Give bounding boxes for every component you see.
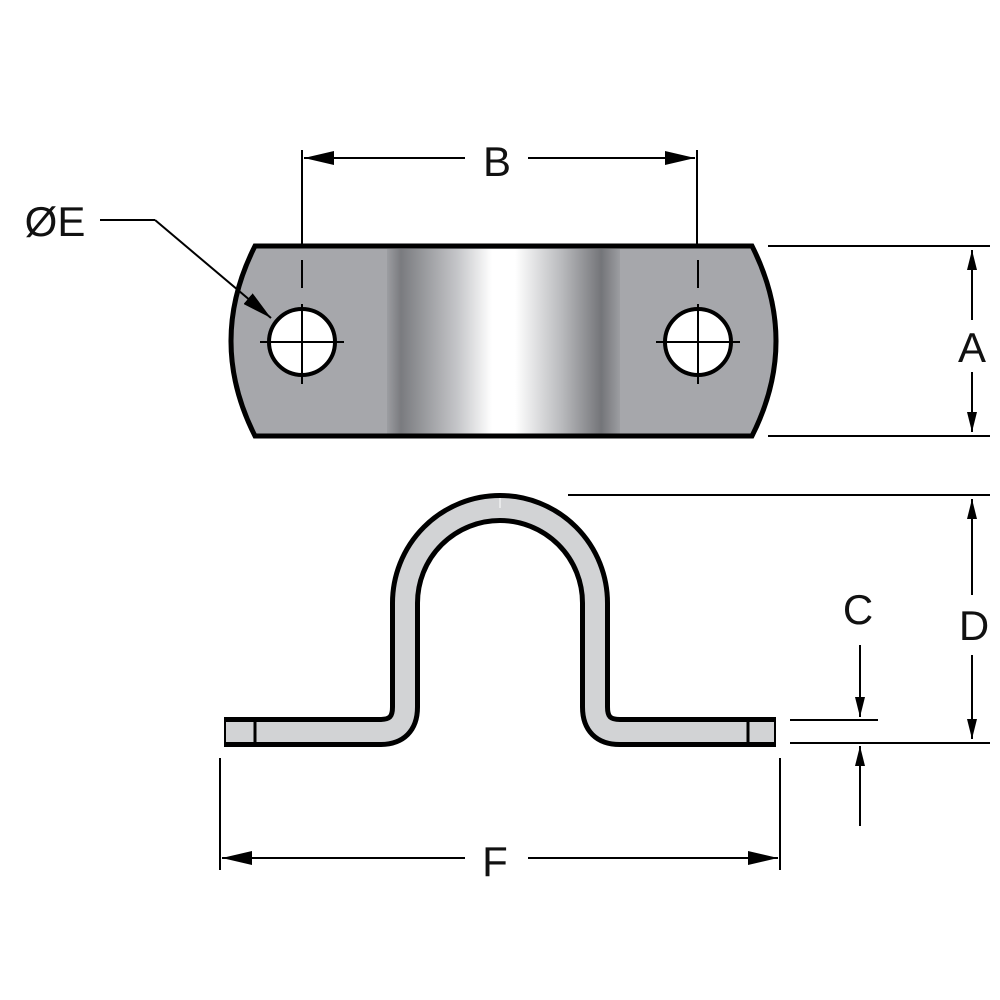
label-b: B — [483, 138, 511, 185]
label-e: ØE — [25, 198, 86, 245]
dimension-b — [301, 150, 698, 245]
profile-outline — [224, 493, 776, 747]
label-f: F — [482, 838, 508, 885]
side-view — [224, 493, 776, 747]
hole-left — [260, 260, 344, 384]
dimension-e-leader — [100, 219, 272, 319]
plate-outline — [228, 243, 779, 439]
label-a: A — [958, 324, 986, 371]
label-d: D — [959, 602, 989, 649]
dimension-a — [768, 245, 990, 437]
hole-right — [656, 260, 740, 384]
bend-band — [387, 249, 620, 434]
top-view — [228, 243, 779, 439]
dimension-f — [219, 758, 781, 870]
label-c: C — [843, 586, 873, 633]
dimension-c — [790, 645, 878, 826]
dimension-d — [568, 494, 990, 744]
profile-fill — [226, 498, 774, 742]
